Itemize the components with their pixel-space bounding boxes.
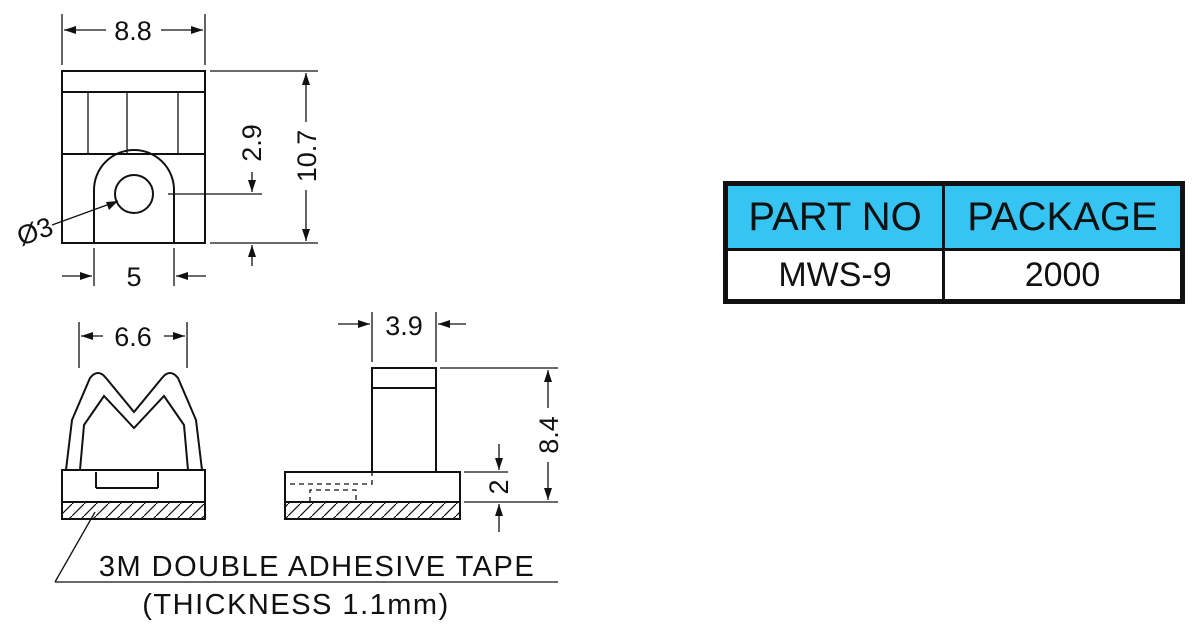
front-view-slot [93, 149, 175, 243]
end-view-clip [65, 372, 203, 471]
front-view-outline [61, 70, 206, 244]
dim-base-height: 2 [484, 479, 514, 494]
tape-note-line1: 3M DOUBLE ADHESIVE TAPE [99, 551, 535, 583]
tape-note-line2: (THICKNESS 1.1mm) [142, 589, 449, 621]
table-cell-package: 2000 [942, 248, 1184, 303]
front-view-hole [114, 174, 154, 214]
end-view: 6.6 [54, 322, 558, 583]
table-row: MWS-9 2000 [723, 248, 1184, 303]
dim-hole-diameter: Ø3 [13, 211, 57, 252]
side-view-post [371, 367, 437, 473]
table-cell-part-no: MWS-9 [723, 248, 946, 303]
end-view-base [61, 469, 206, 503]
front-view: 8.8 10.7 2.9 Ø3 5 [13, 14, 322, 292]
table-header-package: PACKAGE [942, 182, 1184, 251]
side-view-tape [284, 501, 461, 520]
dim-side-width: 3.9 [385, 311, 423, 341]
dim-slot-width: 5 [126, 262, 141, 292]
side-view-base [284, 471, 461, 503]
part-spec-table: PART NO PACKAGE MWS-9 2000 [723, 181, 1185, 304]
table-header-row: PART NO PACKAGE [723, 182, 1184, 251]
table-header-part-no: PART NO [723, 182, 946, 251]
end-view-tape [61, 501, 206, 520]
dim-front-width: 8.8 [114, 16, 152, 46]
side-view: 3.9 8.4 2 [284, 311, 564, 532]
dim-side-height: 8.4 [534, 416, 564, 454]
dim-front-height: 10.7 [292, 130, 322, 183]
dim-end-width: 6.6 [114, 322, 152, 352]
dim-hole-offset: 2.9 [237, 124, 267, 162]
